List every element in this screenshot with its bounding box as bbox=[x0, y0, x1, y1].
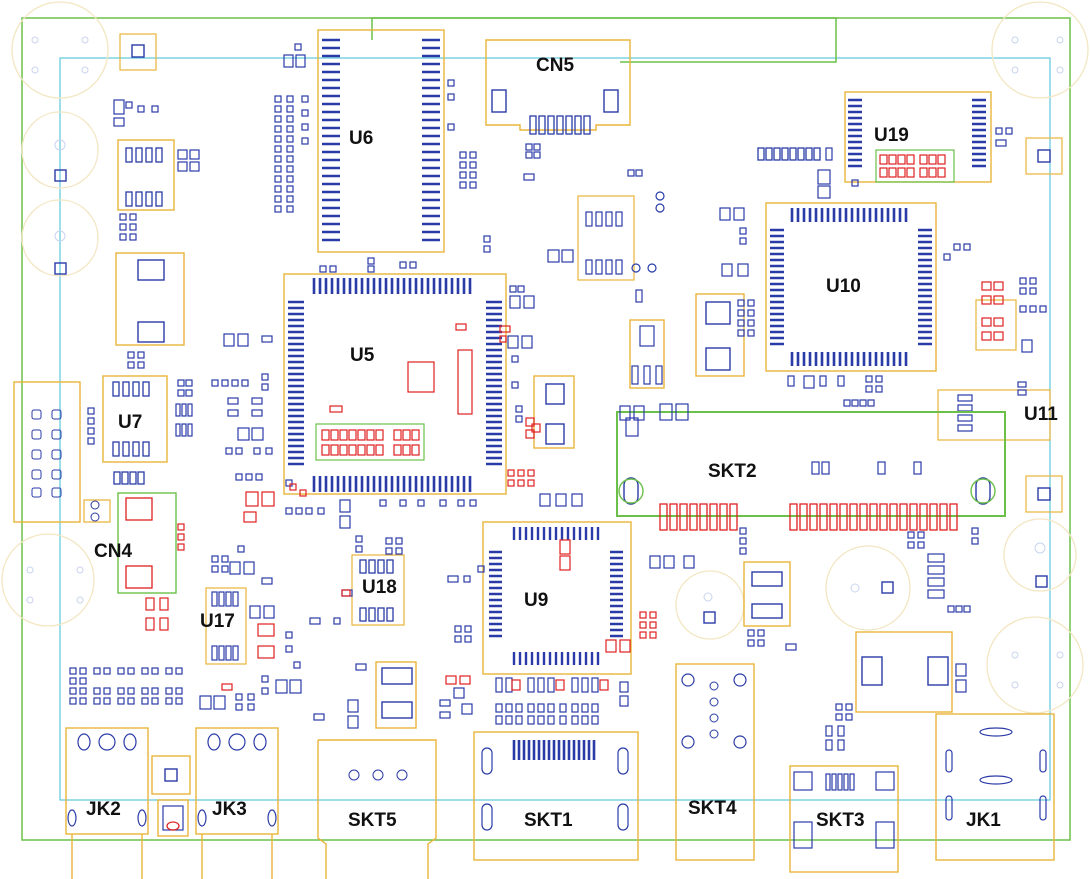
connector-cn5 bbox=[485, 39, 631, 135]
label-skt1: SKT1 bbox=[524, 810, 573, 831]
label-jk1: JK1 bbox=[966, 810, 1001, 831]
label-u9: U9 bbox=[524, 590, 548, 611]
label-jk2: JK2 bbox=[86, 799, 121, 820]
jack-jk3 bbox=[195, 727, 279, 879]
socket-skt5 bbox=[317, 739, 437, 879]
red-passives bbox=[177, 323, 657, 691]
chip-u10 bbox=[765, 202, 937, 372]
label-u17: U17 bbox=[200, 611, 235, 632]
jack-jk2 bbox=[65, 727, 149, 879]
corner-pads bbox=[54, 44, 1051, 624]
socket-skt4 bbox=[675, 663, 755, 861]
label-cn5: CN5 bbox=[536, 55, 574, 76]
passives bbox=[69, 43, 1047, 751]
track-top bbox=[371, 17, 837, 63]
chip-left-top bbox=[115, 139, 185, 346]
jack-jk1 bbox=[935, 713, 1055, 861]
chip-u19 bbox=[757, 91, 992, 183]
label-skt4: SKT4 bbox=[688, 798, 737, 819]
connector-cn4 bbox=[83, 492, 177, 631]
label-u10: U10 bbox=[826, 276, 861, 297]
label-cn4: CN4 bbox=[94, 541, 132, 562]
regulator-blocks bbox=[375, 293, 953, 729]
label-u11: U11 bbox=[1024, 404, 1058, 425]
label-u18: U18 bbox=[362, 577, 397, 598]
socket-skt1 bbox=[473, 731, 639, 861]
label-u5: U5 bbox=[350, 345, 375, 366]
chip-u9 bbox=[482, 521, 632, 675]
socket-skt2 bbox=[616, 403, 1006, 531]
label-skt3: SKT3 bbox=[816, 810, 865, 831]
socket-skt3 bbox=[789, 765, 899, 873]
component-labels: U6 CN5 U19 U10 U5 U7 U11 SKT2 CN4 U18 U9… bbox=[86, 55, 1058, 831]
label-u6: U6 bbox=[349, 128, 373, 149]
chip-u7 bbox=[13, 375, 168, 523]
chip-middle-upper bbox=[547, 191, 665, 281]
board-inner-edge bbox=[59, 57, 1051, 801]
chip-u6 bbox=[317, 29, 445, 253]
chip-u5 bbox=[283, 273, 507, 495]
small-holes bbox=[26, 36, 1064, 689]
chip-u11 bbox=[937, 281, 1051, 441]
switch-between-jacks bbox=[151, 755, 191, 837]
chip-u17 bbox=[205, 587, 275, 665]
label-u19: U19 bbox=[874, 125, 909, 146]
label-jk3: JK3 bbox=[212, 799, 247, 820]
corner-pad-frames bbox=[119, 33, 1063, 513]
label-skt2: SKT2 bbox=[708, 461, 757, 482]
label-u7: U7 bbox=[118, 412, 142, 433]
label-skt5: SKT5 bbox=[348, 810, 397, 831]
